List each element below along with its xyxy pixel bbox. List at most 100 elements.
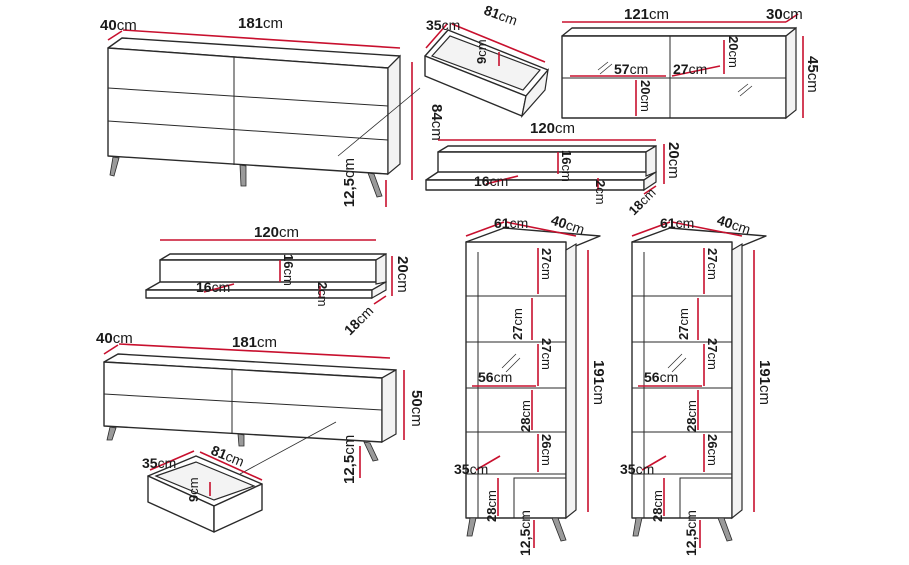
shelf-top-thickness-label: 2cm <box>593 180 608 205</box>
tv-leg <box>363 441 379 462</box>
wall-shelf-top: 120cm 20cm 18cm 16cm 16cm 2cm <box>425 120 682 218</box>
bookcase-b-leg <box>717 517 733 542</box>
drawer-bottom-inner-label: 9cm <box>186 477 201 502</box>
shelf-mid-depth-label: 18cm <box>341 303 377 339</box>
shelf-top-back-side <box>645 144 657 177</box>
tv-stand: 40cm 181cm 50cm 12,5cm <box>96 330 425 484</box>
cabinet-width-label: 121cm <box>624 6 669 23</box>
glass-reflection <box>739 85 753 97</box>
tv-leg <box>237 433 245 447</box>
shelf-mid-inner-label: 16cm <box>196 279 230 295</box>
bookcase-a-gap2-label: 27cm <box>510 308 525 340</box>
cabinet-inner-width-label: 57cm <box>614 61 648 77</box>
bookcase-a-front <box>465 241 567 519</box>
bookcase-b-gap2-label: 27cm <box>676 308 691 340</box>
drawer-bottom-width-line <box>199 451 263 481</box>
shelf-top-front <box>425 179 645 191</box>
bookcase-b-width-line <box>631 221 671 237</box>
bookcase-a-gap5-label: 26cm <box>539 434 554 466</box>
drawer-bottom-depth-line <box>149 450 195 471</box>
bookcase-a-leg <box>551 517 567 542</box>
glass-reflection <box>671 357 687 373</box>
chest-leg-label: 12,5cm <box>341 158 358 207</box>
chest-height-label: 84cm <box>428 104 445 141</box>
drawer-detail-top: 35cm 81cm 9cm <box>424 2 549 119</box>
shelf-mid-lip-label: 16cm <box>281 254 296 286</box>
glass-reflection <box>501 353 517 369</box>
chest-drawer-leader <box>337 87 421 157</box>
shelf-top-topface <box>437 145 657 153</box>
bookcase-a-inner-width-label: 56cm <box>478 369 512 385</box>
shelf-mid-back-side <box>375 252 387 285</box>
shelf-top-lip-label: 16cm <box>559 150 574 182</box>
shelf-top-side <box>643 170 657 192</box>
chest-front <box>107 47 389 175</box>
chest-width-label: 181cm <box>238 15 283 32</box>
bookcase-b-depth-line <box>671 221 743 237</box>
cabinet-side <box>785 26 797 120</box>
tv-height-label: 50cm <box>408 390 425 427</box>
chest-drawer-line <box>107 87 389 107</box>
bookcase-a-gap4-label: 28cm <box>518 400 533 432</box>
glass-reflection <box>597 61 609 71</box>
drawer-bottom-side <box>213 483 263 533</box>
wall-shelf-mid: 120cm 20cm 18cm 16cm 16cm 2cm <box>145 224 411 339</box>
bookcase-a-drawer <box>513 477 567 519</box>
bookcase-a-width-label: 61cm <box>494 215 528 231</box>
bookcase-a-inner-depth-label: 35cm <box>454 461 488 477</box>
cabinet-inner-depth-line <box>671 65 721 77</box>
bookcase-b-drawer <box>679 477 733 519</box>
bookcase-b: 61cm 40cm 191cm 27cm 27cm 27cm 28cm 26cm… <box>620 212 773 556</box>
bookcase-b-gap4-label: 28cm <box>684 400 699 432</box>
bookcase-b-width-label: 61cm <box>660 215 694 231</box>
bookcase-b-inner-depth-line <box>641 455 667 471</box>
bookcase-a-leg <box>466 517 477 537</box>
bookcase-b-leg-label: 12,5cm <box>683 510 699 556</box>
tv-side <box>381 368 397 444</box>
cabinet-height-label: 45cm <box>804 56 821 93</box>
shelf-top-depth-line <box>643 185 657 195</box>
glass-reflection <box>737 83 749 93</box>
drawer-bottom-depth-label: 35cm <box>142 455 176 471</box>
drawer-top-side <box>520 67 549 119</box>
glass-reflection <box>599 63 613 75</box>
shelf-top-inner-line <box>485 175 519 185</box>
shelf-mid-back <box>159 259 377 285</box>
shelf-mid-inner-line <box>203 283 235 293</box>
drawer-top-width-label: 81cm <box>482 2 520 29</box>
drawer-top-inner-label: 9cm <box>474 39 489 64</box>
glass-reflection <box>667 353 683 369</box>
bookcase-a-depth-label: 40cm <box>549 212 587 238</box>
bookcase-b-gap1-label: 27cm <box>705 248 720 280</box>
bookcase-a-gap1-label: 27cm <box>539 248 554 280</box>
bookcase-b-gap6-label: 28cm <box>650 490 665 522</box>
chest-width-line <box>122 29 401 49</box>
bookcase-a: 61cm 40cm 191cm 27cm 27cm 27cm 28cm 26cm… <box>454 212 607 556</box>
bookcase-a-leg-label: 12,5cm <box>517 510 533 556</box>
drawer-bottom-inside <box>154 461 256 501</box>
shelf-mid-side <box>371 280 387 300</box>
drawer-detail-bottom: 35cm 81cm 9cm <box>142 442 263 533</box>
chest-side <box>387 54 401 176</box>
cabinet-depth-line <box>785 13 799 23</box>
bookcase-b-gap3-label: 27cm <box>705 338 720 370</box>
drawer-top-depth-label: 35cm <box>426 17 460 33</box>
cabinet-depth-label: 30cm <box>766 6 803 23</box>
bookcase-b-inner-width-label: 56cm <box>644 369 678 385</box>
shelf-mid-height-label: 20cm <box>394 256 411 293</box>
tv-width-label: 181cm <box>232 334 277 351</box>
chest-drawer-line <box>107 120 389 141</box>
chest-leg <box>367 172 383 198</box>
tv-leg <box>106 426 117 441</box>
bookcase-b-gap5-label: 26cm <box>705 434 720 466</box>
wall-cabinet: 121cm 30cm 45cm 57cm 27cm 20cm 20cm <box>561 6 821 120</box>
tv-drawer-line <box>103 393 383 411</box>
glass-reflection <box>505 357 521 373</box>
shelf-mid-front <box>145 289 373 299</box>
bookcase-b-side <box>731 242 743 520</box>
tv-width-line <box>118 343 391 359</box>
cabinet-top-face <box>561 27 797 37</box>
shelf-top-width-label: 120cm <box>530 120 575 137</box>
drawer-top-depth-line <box>425 23 448 49</box>
